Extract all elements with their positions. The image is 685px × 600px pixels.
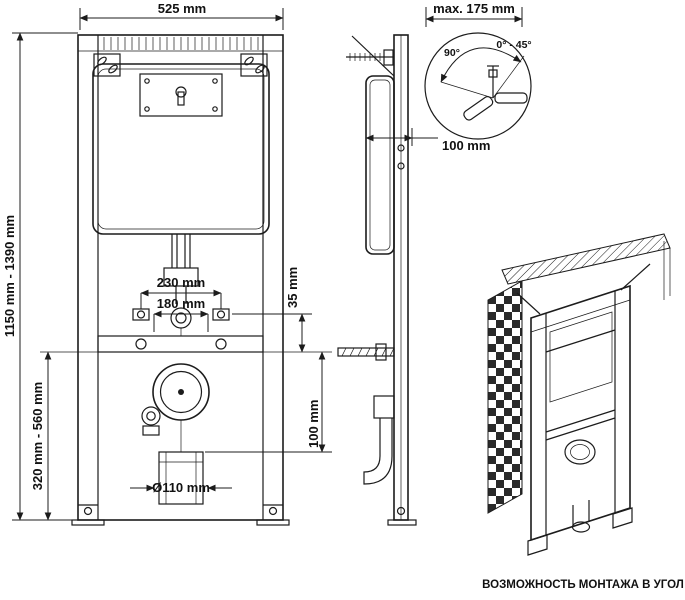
front-view xyxy=(71,34,290,526)
dim-offset-35: 35 mm xyxy=(285,267,300,308)
dimensions-front: 525 mm 1150 mm - 1390 mm 320 mm - 560 mm… xyxy=(2,1,332,521)
drain-opening xyxy=(141,363,210,452)
swivel-outlet xyxy=(440,47,528,121)
dim-depth-max: max. 175 mm xyxy=(433,1,515,16)
wall-bracket-left xyxy=(93,53,121,77)
outlet-elbow xyxy=(363,395,395,485)
side-view xyxy=(337,34,417,526)
corner-frame xyxy=(516,263,651,556)
dim-outlet-drop: 100 mm xyxy=(306,400,321,448)
angle-detail: 90° 0° - 45° xyxy=(424,32,532,140)
outlet-duct xyxy=(158,451,204,505)
frame-feet xyxy=(71,504,290,526)
dimensions-side: max. 175 mm 100 mm xyxy=(365,1,523,153)
crossbar xyxy=(97,335,264,353)
dim-width-top: 525 mm xyxy=(158,1,206,16)
corner-drain xyxy=(564,439,596,465)
label-angle-range: 0° - 45° xyxy=(496,39,531,51)
threaded-rod xyxy=(337,343,395,361)
rotation-detail-circle xyxy=(424,32,532,140)
wall-top-edge xyxy=(501,233,671,285)
cistern xyxy=(92,63,270,235)
dim-outlet-height-range: 320 mm - 560 mm xyxy=(30,382,45,490)
dim-bolt-spacing: 230 mm xyxy=(157,275,205,290)
corner-installation-view: ВОЗМОЖНОСТЬ МОНТАЖА В УГОЛ xyxy=(482,233,684,591)
cistern-profile xyxy=(365,75,395,255)
dim-frame-depth: 100 mm xyxy=(442,138,490,153)
dim-height-range: 1150 mm - 1390 mm xyxy=(2,215,17,337)
corner-caption: ВОЗМОЖНОСТЬ МОНТАЖА В УГОЛ xyxy=(482,579,684,591)
label-angle-90: 90° xyxy=(444,47,460,59)
tiled-wall-strip xyxy=(487,280,523,514)
dim-flush-pipe-spacing: 180 mm xyxy=(157,296,205,311)
frame-outline xyxy=(77,34,284,521)
dim-drain-diameter: Ø110 mm xyxy=(152,480,210,495)
